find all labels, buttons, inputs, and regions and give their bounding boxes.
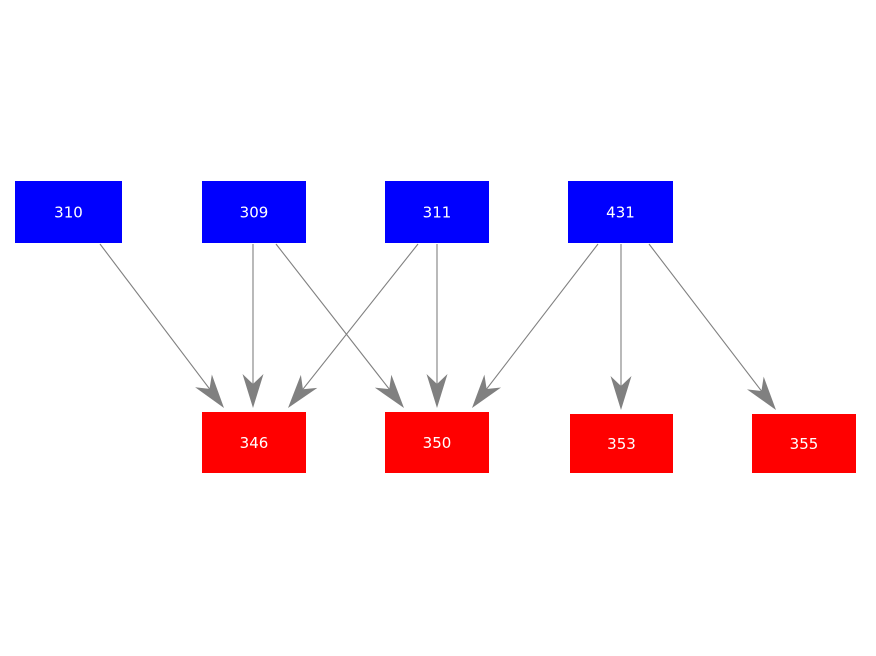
node-box[interactable]	[202, 181, 306, 243]
node-label: 346	[240, 434, 269, 452]
graph-edge	[426, 244, 448, 408]
graph-edge	[242, 244, 264, 408]
graph-node-311[interactable]: 311	[385, 181, 489, 243]
graph-edge	[648, 243, 776, 410]
node-box[interactable]	[568, 181, 673, 243]
node-label: 311	[423, 204, 452, 222]
graph-node-309[interactable]: 309	[202, 181, 306, 243]
edge-arrowhead	[242, 374, 264, 408]
edge-line	[294, 243, 419, 400]
graph-node-346[interactable]: 346	[202, 412, 306, 473]
node-label: 310	[54, 204, 83, 222]
node-label: 355	[790, 435, 819, 453]
node-box[interactable]	[570, 414, 673, 473]
node-label: 431	[606, 204, 635, 222]
node-label: 350	[423, 434, 452, 452]
node-label: 353	[607, 435, 636, 453]
graph-edge	[288, 243, 419, 408]
node-box[interactable]	[385, 181, 489, 243]
edges-layer	[99, 243, 776, 410]
edge-line	[648, 243, 770, 401]
node-box[interactable]	[752, 414, 856, 473]
edge-arrowhead	[610, 376, 632, 410]
node-box[interactable]	[15, 181, 122, 243]
node-box[interactable]	[202, 412, 306, 473]
graph-node-350[interactable]: 350	[385, 412, 489, 473]
edge-line	[478, 243, 599, 399]
edge-line	[99, 243, 218, 399]
edge-arrowhead	[374, 374, 404, 408]
edge-arrowhead	[426, 374, 448, 408]
graph-edge	[275, 243, 404, 408]
node-label: 309	[240, 204, 269, 222]
graph-node-431[interactable]: 431	[568, 181, 673, 243]
edge-line	[275, 243, 398, 399]
nodes-layer: 310 309 311 431 346 350 353 355	[15, 181, 856, 473]
graph-node-353[interactable]: 353	[570, 414, 673, 473]
edge-arrowhead	[472, 374, 502, 408]
edge-arrowhead	[747, 376, 776, 410]
edge-arrowhead	[195, 374, 224, 408]
node-box[interactable]	[385, 412, 489, 473]
graph-node-310[interactable]: 310	[15, 181, 122, 243]
graph-edge	[610, 244, 632, 410]
graph-edge	[99, 243, 224, 408]
graph-node-355[interactable]: 355	[752, 414, 856, 473]
edge-arrowhead	[288, 374, 318, 408]
graph-edge	[472, 243, 599, 408]
